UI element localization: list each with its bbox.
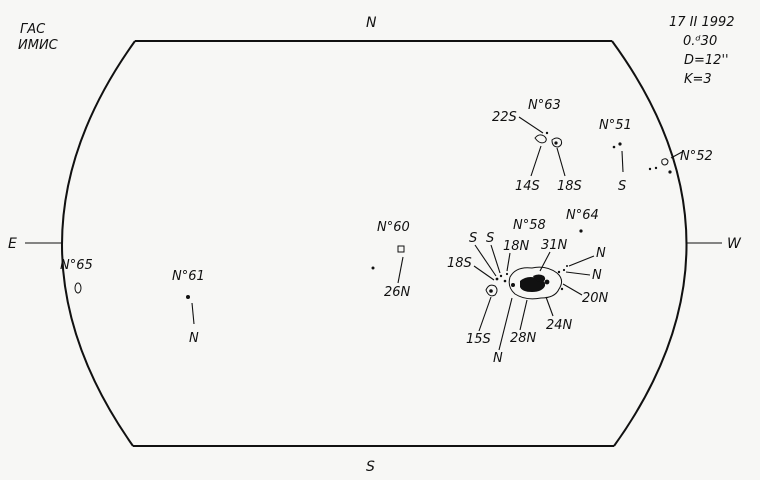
group-51-spot-a bbox=[612, 145, 616, 149]
group-58-east-umbra bbox=[489, 289, 493, 293]
group-58-pore bbox=[503, 279, 507, 283]
g58-label-n-right-1: N bbox=[596, 246, 606, 261]
group-61-spot bbox=[186, 295, 190, 299]
group-51: N°51 S bbox=[599, 118, 632, 194]
g58-label-s2: S bbox=[486, 231, 494, 246]
group-58-pore bbox=[566, 265, 568, 267]
group-60-leader bbox=[397, 256, 404, 284]
g58-leader-31n bbox=[539, 251, 551, 272]
cardinal-west: W bbox=[727, 236, 742, 252]
cardinal-east: E bbox=[8, 236, 17, 252]
group-61-leader bbox=[191, 302, 195, 325]
group-63-umbra bbox=[554, 141, 558, 145]
g58-label-s1: S bbox=[469, 231, 477, 246]
group-58-pore bbox=[560, 287, 564, 291]
group-63-label-18s: 18S bbox=[557, 179, 582, 194]
k-index: K=3 bbox=[684, 72, 712, 87]
g58-leader-n-bottom bbox=[498, 297, 513, 351]
cardinal-north: N bbox=[366, 15, 377, 31]
group-60-label: N°60 bbox=[377, 220, 410, 235]
g58-label-31n: 31N bbox=[541, 238, 568, 253]
group-58-pore bbox=[499, 274, 503, 278]
group-63-leader-22s bbox=[518, 116, 544, 134]
g58-leader-s1 bbox=[474, 244, 497, 277]
solar-disk-frame bbox=[25, 40, 722, 447]
g58-leader-18s bbox=[473, 265, 495, 281]
group-58-umbra-east bbox=[511, 283, 515, 287]
group-52-leader bbox=[670, 151, 683, 159]
group-63-pore bbox=[545, 131, 549, 135]
g58-leader-28n bbox=[519, 299, 528, 331]
disk-diameter: D=12'' bbox=[684, 53, 729, 68]
group-51-leader bbox=[621, 150, 624, 173]
frame-east-arc bbox=[61, 40, 136, 447]
g58-label-20n: 20N bbox=[582, 291, 609, 306]
group-58-pore bbox=[557, 270, 561, 274]
group-63-leader-14s bbox=[530, 145, 542, 177]
g58-leader-15s bbox=[478, 296, 492, 332]
group-63-leader-18s bbox=[556, 147, 566, 177]
group-51-label: N°51 bbox=[599, 118, 632, 133]
group-65-spot bbox=[74, 282, 82, 294]
frame-west-arc bbox=[611, 40, 688, 447]
observation-time: 0.ᵈ30 bbox=[683, 34, 717, 49]
g58-label-28n: 28N bbox=[510, 331, 537, 346]
group-63-label-14s: 14S bbox=[515, 179, 540, 194]
group-51-polarity: S bbox=[618, 179, 626, 194]
group-52-spot-b bbox=[654, 166, 658, 170]
group-58-umbra-secondary bbox=[533, 274, 546, 283]
group-63-spot-a bbox=[534, 134, 547, 144]
group-58-umbra-west bbox=[544, 279, 550, 285]
group-58-pore bbox=[505, 272, 509, 276]
group-60: N°60 26N bbox=[371, 220, 411, 300]
observatory-line-1: ГАС bbox=[20, 22, 46, 37]
group-52-label: N°52 bbox=[680, 149, 713, 164]
group-63-label-22s: 22S bbox=[492, 110, 517, 125]
g58-label-n-bottom: N bbox=[493, 351, 503, 366]
g58-leader-s2 bbox=[490, 244, 501, 274]
group-63: N°63 22S 14S 18S bbox=[492, 98, 582, 194]
group-64: N°64 bbox=[566, 208, 599, 233]
g58-label-15s: 15S bbox=[466, 332, 491, 347]
g58-label-24n: 24N bbox=[546, 318, 573, 333]
group-63-spot-b bbox=[551, 137, 563, 148]
group-61-label: N°61 bbox=[172, 269, 205, 284]
g58-leader-20n bbox=[562, 283, 583, 296]
group-64-spot bbox=[579, 229, 583, 233]
g58-leader-24n bbox=[545, 296, 554, 317]
g58-leader-n-right-1 bbox=[568, 255, 595, 267]
group-63-label: N°63 bbox=[528, 98, 561, 113]
group-58-penumbra bbox=[508, 266, 563, 300]
cardinal-south: S bbox=[366, 459, 375, 475]
group-58: N°58 S S 18N 31N 18S N N 20N bbox=[447, 218, 609, 366]
group-52-spot-a bbox=[648, 167, 652, 171]
g58-leader-n-right-2 bbox=[565, 271, 591, 276]
group-58-pore bbox=[562, 268, 566, 272]
g58-label-18s: 18S bbox=[447, 256, 472, 271]
group-52-spot-c bbox=[661, 158, 669, 166]
g58-label-n-right-2: N bbox=[592, 268, 602, 283]
group-58-pore bbox=[495, 277, 499, 281]
group-61-polarity: N bbox=[189, 331, 199, 346]
group-52-spot-d bbox=[668, 170, 672, 174]
group-60-polarity: 26N bbox=[384, 285, 411, 300]
observation-date: 17 II 1992 bbox=[669, 15, 735, 30]
group-60-spot bbox=[397, 245, 405, 253]
g58-label-18n: 18N bbox=[503, 239, 530, 254]
header-block: ГАС ИМИС 17 II 1992 0.ᵈ30 D=12'' K=3 bbox=[18, 15, 735, 87]
group-58-label: N°58 bbox=[513, 218, 546, 233]
group-52: N°52 bbox=[648, 149, 713, 174]
group-65: N°65 bbox=[60, 258, 93, 294]
group-51-spot-b bbox=[618, 142, 622, 146]
g58-leader-18n bbox=[506, 252, 511, 272]
group-58-east-spot bbox=[485, 284, 498, 297]
group-64-label: N°64 bbox=[566, 208, 599, 223]
group-60-minor-spot bbox=[371, 266, 375, 270]
group-65-label: N°65 bbox=[60, 258, 93, 273]
group-61: N°61 N bbox=[172, 269, 205, 346]
observatory-line-2: ИМИС bbox=[18, 38, 59, 53]
